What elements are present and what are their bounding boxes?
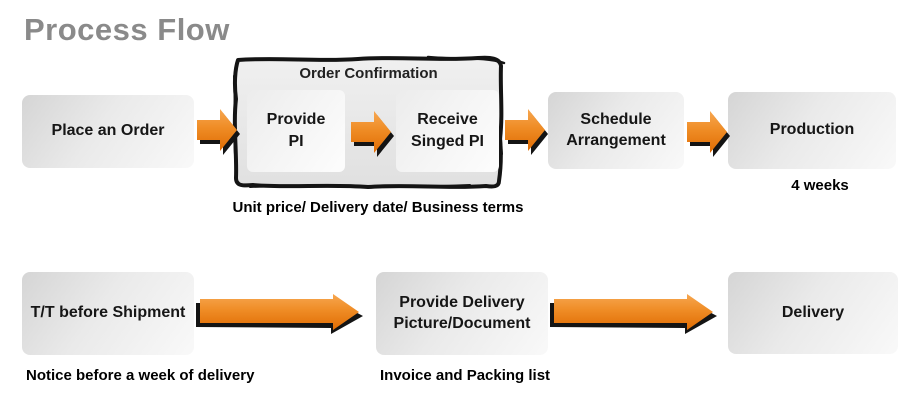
delivery-label: Delivery — [781, 303, 845, 321]
production-duration-note: 4 weeks — [791, 177, 849, 194]
flow-arrow-icon — [550, 294, 717, 334]
provide-pi-box: Provide PI — [247, 90, 345, 172]
flow-arrow-icon — [505, 109, 548, 155]
order-confirmation-label: Order Confirmation — [299, 65, 438, 82]
receive-signed-pi-box: Receive Singed PI — [396, 90, 499, 172]
flow-arrow-icon — [351, 111, 394, 157]
schedule-arrangement-box: Schedule Arrangement — [548, 92, 684, 169]
schedule-arrangement-label: Schedule Arrangement — [566, 110, 666, 149]
receive-signed-pi-label: Receive Singed PI — [411, 111, 484, 150]
place-order-label: Place an Order — [51, 122, 165, 140]
provide-delivery-box: Provide Delivery Picture/Document — [376, 272, 548, 355]
tt-before-shipment-label: T/T before Shipment — [30, 304, 186, 322]
provide-delivery-label: Provide Delivery Picture/Document — [393, 293, 531, 332]
tt-before-shipment-box: T/T before Shipment — [22, 272, 194, 355]
delivery-box: Delivery — [728, 272, 898, 354]
invoice-packing-note: Invoice and Packing list — [380, 367, 551, 384]
page-title: Process Flow — [24, 12, 230, 47]
flow-arrow-icon — [197, 109, 240, 155]
flow-arrow-icon — [687, 111, 730, 157]
flow-arrow-icon — [196, 294, 363, 334]
provide-pi-label: Provide PI — [266, 111, 326, 150]
order-confirmation-note: Unit price/ Delivery date/ Business term… — [232, 199, 524, 216]
shipment-notice-note: Notice before a week of delivery — [26, 367, 255, 384]
production-label: Production — [769, 121, 855, 139]
production-box: Production — [728, 92, 896, 169]
place-order-box: Place an Order — [22, 95, 194, 168]
